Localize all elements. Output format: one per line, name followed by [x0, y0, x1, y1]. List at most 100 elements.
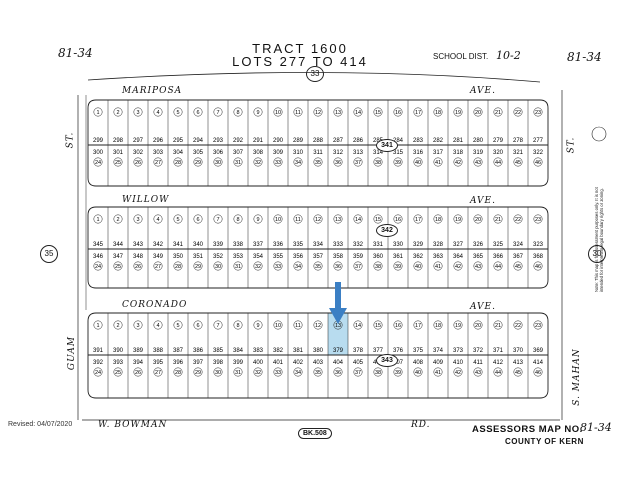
lot-number-top: 381	[293, 348, 304, 354]
lot-index-circle	[133, 261, 143, 271]
lot-index-number: 2	[116, 217, 119, 223]
lot-index-circle	[213, 320, 223, 330]
lot-number-top: 296	[153, 138, 164, 144]
lot-index-number: 11	[295, 323, 301, 329]
lot-index-circle	[313, 367, 323, 377]
lot-index-circle	[293, 367, 303, 377]
lot-number-bottom: 310	[293, 150, 304, 156]
lot-index-number: 4	[156, 217, 159, 223]
lot-index-number: 4	[156, 323, 159, 329]
lot-index-number: 2	[116, 323, 119, 329]
lot-index-circle	[153, 107, 163, 117]
lot-index-number: 40	[415, 264, 421, 270]
lot-index-circle	[353, 261, 363, 271]
lot-index-circle	[173, 261, 183, 271]
lot-index-number: 1	[96, 217, 99, 223]
lot-index-circle	[453, 367, 463, 377]
lot-index-number: 12	[315, 217, 321, 223]
school-district-value: 10-2	[496, 49, 521, 62]
page-marker-342: 342	[376, 224, 398, 237]
lot-index-circle	[313, 157, 323, 167]
lot-number-top: 277	[533, 138, 544, 144]
lot-number-top: 288	[313, 138, 324, 144]
lot-index-circle	[433, 157, 443, 167]
lot-number-bottom: 353	[233, 254, 244, 260]
lot-number-bottom: 354	[253, 254, 264, 260]
lot-index-number: 14	[355, 110, 361, 116]
lot-index-number: 15	[375, 110, 381, 116]
lot-number-top: 334	[313, 242, 324, 248]
lot-index-number: 10	[275, 323, 281, 329]
lot-index-number: 36	[335, 370, 341, 376]
lot-index-circle	[533, 214, 543, 224]
lot-number-bottom: 412	[493, 360, 504, 366]
lot-index-number: 30	[215, 160, 221, 166]
lot-index-number: 34	[295, 370, 301, 376]
lot-index-circle	[393, 157, 403, 167]
lot-index-circle	[113, 261, 123, 271]
lot-number-bottom: 367	[513, 254, 524, 260]
lot-number-bottom: 356	[293, 254, 304, 260]
lot-index-number: 15	[375, 217, 381, 223]
lot-index-circle	[353, 214, 363, 224]
lot-number-bottom: 362	[413, 254, 424, 260]
street-st-right: ST.	[566, 136, 577, 154]
lot-number-top: 376	[393, 348, 404, 354]
lot-index-number: 29	[195, 264, 201, 270]
revised-date: Revised: 04/07/2020	[8, 421, 73, 428]
lot-number-bottom: 302	[133, 150, 144, 156]
lot-index-number: 13	[335, 323, 341, 329]
lot-index-circle	[473, 261, 483, 271]
lot-index-number: 8	[236, 323, 239, 329]
lot-index-number: 42	[455, 264, 461, 270]
lot-number-bottom: 303	[153, 150, 164, 156]
lot-number-top: 329	[413, 242, 424, 248]
lot-number-top: 344	[113, 242, 124, 248]
lot-index-number: 45	[515, 160, 521, 166]
lot-number-top: 372	[473, 348, 484, 354]
lot-index-circle	[153, 320, 163, 330]
lot-number-top: 374	[433, 348, 444, 354]
lot-index-number: 30	[215, 370, 221, 376]
lot-index-number: 35	[315, 160, 321, 166]
lot-number-top: 330	[393, 242, 404, 248]
lot-number-bottom: 355	[273, 254, 284, 260]
lot-index-circle	[173, 214, 183, 224]
lot-index-number: 10	[275, 110, 281, 116]
lot-number-top: 292	[233, 138, 244, 144]
lot-number-bottom: 361	[393, 254, 404, 260]
lot-index-number: 17	[415, 323, 421, 329]
lot-number-bottom: 322	[533, 150, 544, 156]
lot-index-number: 28	[175, 264, 181, 270]
lot-number-bottom: 357	[313, 254, 324, 260]
lot-index-number: 16	[395, 110, 401, 116]
lot-index-circle	[233, 320, 243, 330]
lot-index-circle	[473, 367, 483, 377]
lot-number-bottom: 360	[373, 254, 384, 260]
lot-index-number: 12	[315, 323, 321, 329]
lot-index-circle	[113, 157, 123, 167]
lot-index-number: 37	[355, 160, 361, 166]
lot-number-bottom: 409	[433, 360, 444, 366]
lot-index-circle	[173, 157, 183, 167]
lot-index-number: 20	[475, 323, 481, 329]
lot-number-bottom: 363	[433, 254, 444, 260]
lot-index-number: 37	[355, 264, 361, 270]
lot-number-top: 385	[213, 348, 224, 354]
lot-number-bottom: 306	[213, 150, 224, 156]
lot-number-top: 390	[113, 348, 124, 354]
lot-index-number: 40	[415, 160, 421, 166]
lot-index-number: 5	[176, 217, 179, 223]
lot-index-number: 21	[495, 323, 501, 329]
lot-index-circle	[333, 214, 343, 224]
lot-number-bottom: 397	[193, 360, 204, 366]
street-coronado: CORONADO	[122, 300, 188, 310]
lot-index-circle	[293, 107, 303, 117]
page-marker-343: 343	[376, 354, 398, 367]
lot-index-circle	[253, 214, 263, 224]
lot-number-bottom: 393	[113, 360, 124, 366]
lot-index-circle	[353, 107, 363, 117]
lot-index-number: 14	[355, 217, 361, 223]
lot-index-circle	[113, 320, 123, 330]
